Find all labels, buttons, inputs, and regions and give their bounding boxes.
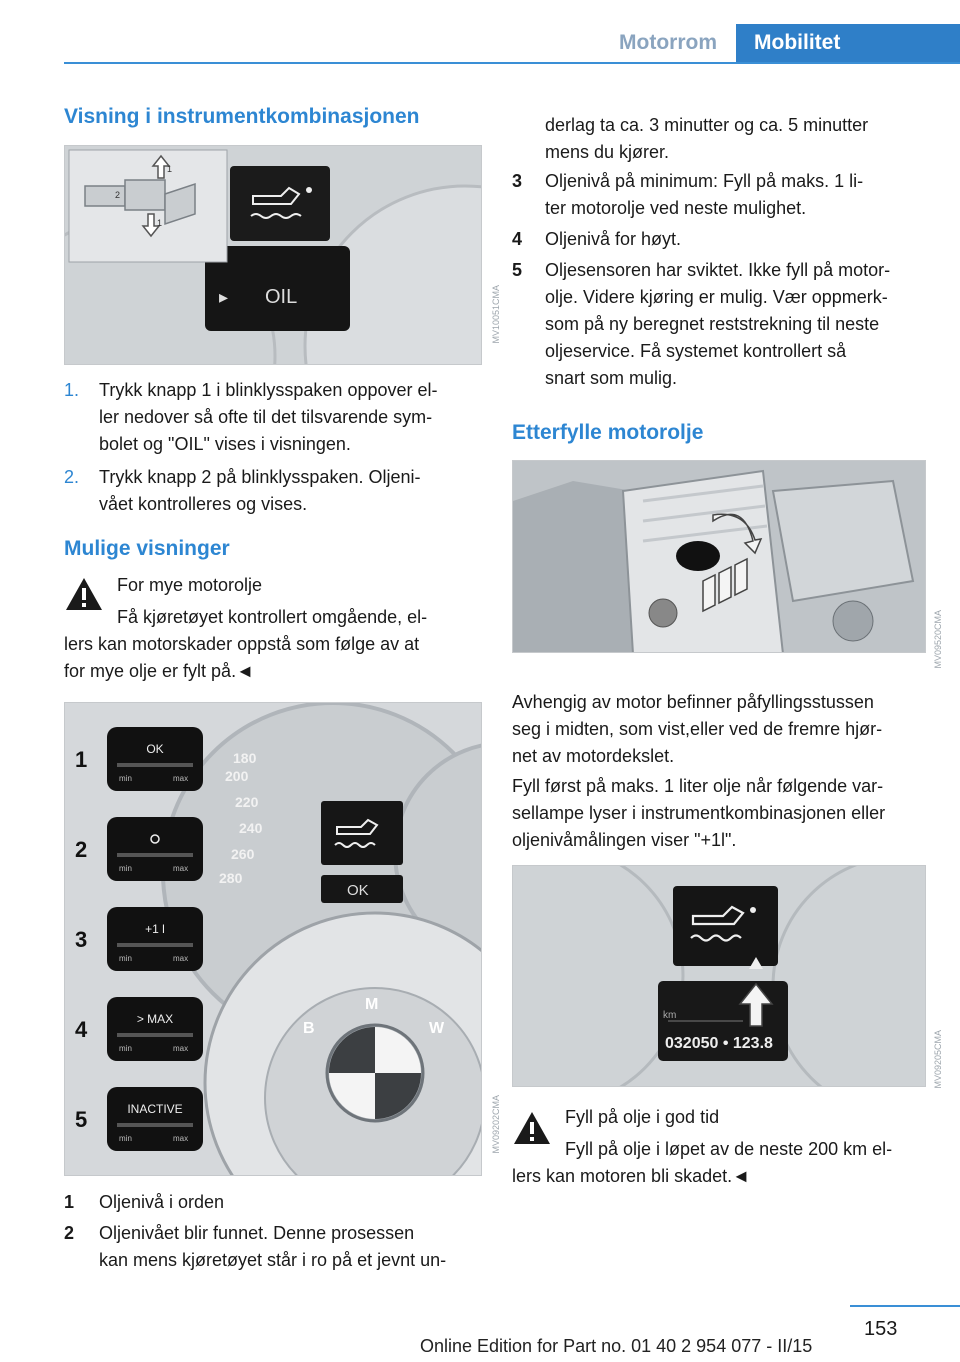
- oil-level-panel: 1 OK min max: [75, 727, 203, 791]
- warning-text-3: for mye olje er fylt på.◄: [64, 661, 254, 681]
- speed-label: 240: [239, 820, 263, 836]
- continued-text-2: mens du kjører.: [545, 142, 670, 162]
- oil-level-panel: 5 INACTIVE min max: [75, 1087, 203, 1151]
- svg-text:1: 1: [157, 218, 162, 228]
- section-heading-refill: Etterfylle motorolje: [512, 421, 704, 444]
- list-item-text: bolet og "OIL" vises i visningen.: [99, 434, 351, 454]
- speed-label: 280: [219, 870, 243, 886]
- scale-max-label: max: [173, 774, 188, 783]
- para-1-line-2: seg i midten, som vist,eller ved de frem…: [512, 719, 883, 739]
- warning-title: For mye motorolje: [117, 575, 263, 595]
- panel-number: 1: [75, 747, 87, 772]
- warning-text-2: lers kan motorskader oppstå som følge av…: [64, 634, 420, 654]
- panel-label: > MAX: [137, 1012, 173, 1026]
- speed-label: 180: [233, 750, 257, 766]
- para-2-line-2: sellampe lyser i instrumentkombinasjonen…: [512, 803, 886, 823]
- panel-number: 3: [75, 927, 87, 952]
- list-item-text: Oljenivået blir funnet. Denne prosessen: [99, 1223, 415, 1243]
- list-item-number: 5: [512, 260, 523, 280]
- timer-icon: [150, 834, 160, 844]
- warning-text-1: Få kjøretøyet kontrollert omgående, el-: [117, 607, 428, 627]
- svg-text:▸: ▸: [219, 287, 228, 307]
- panel-label: OK: [146, 742, 163, 756]
- header-rule: [64, 62, 960, 64]
- list-item-text: kan mens kjøretøyet står i ro på et jevn…: [99, 1250, 447, 1270]
- scale-max-label: max: [173, 864, 188, 873]
- speed-label: 260: [231, 846, 255, 862]
- figure-engine-bay: [512, 460, 926, 653]
- list-item-text: Oljenivå i orden: [99, 1192, 225, 1212]
- warning-text-2: lers kan motoren bli skadet.◄: [512, 1166, 750, 1186]
- panel-number: 4: [75, 1017, 88, 1042]
- panel-label: INACTIVE: [127, 1102, 182, 1116]
- list-item-text: Oljesensoren har sviktet. Ikke fyll på m…: [545, 260, 891, 280]
- list-item-text: snart som mulig.: [545, 368, 678, 388]
- scale-min-label: min: [119, 1044, 132, 1053]
- list-item-text: Oljenivå på minimum: Fyll på maks. 1 li-: [545, 171, 864, 191]
- speed-label: 200: [225, 768, 249, 784]
- list-item-number: 4: [512, 229, 523, 249]
- scale-max-label: max: [173, 954, 188, 963]
- warning-icon: [66, 578, 102, 610]
- list-item-number: 3: [512, 171, 523, 191]
- figure-warning-lamp: km 032050 • 123.8: [512, 865, 926, 1087]
- svg-text:M: M: [365, 996, 378, 1013]
- svg-text:2: 2: [115, 190, 120, 200]
- footer-rule: [850, 1305, 960, 1307]
- section-heading-display: Visning i instrumentkombinasjonen: [64, 105, 420, 128]
- tab-mobilitet[interactable]: Mobilitet: [736, 24, 960, 62]
- warning-icon: [514, 1112, 550, 1144]
- scale-min-label: min: [119, 774, 132, 783]
- ok-readout: OK: [347, 882, 369, 899]
- list-item-text: ler nedover så ofte til det tilsvarende …: [99, 407, 433, 427]
- panel-label: +1 l: [145, 922, 165, 936]
- para-1-line-3: net av motordekslet.: [512, 746, 675, 766]
- svg-text:W: W: [429, 1020, 445, 1037]
- tab-motorrom[interactable]: Motorrom: [619, 31, 717, 54]
- odometer-readout: 032050 • 123.8: [665, 1035, 773, 1052]
- page-number: 153: [864, 1318, 898, 1340]
- list-item-number: 2.: [64, 467, 80, 487]
- list-item-text: vået kontrolleres og vises.: [99, 494, 308, 514]
- figure-code: MV09205CMA: [933, 1030, 943, 1089]
- oil-level-panel: 4 > MAX min max: [75, 997, 203, 1061]
- oil-level-panel: 3 +1 l min max: [75, 907, 203, 971]
- scale-min-label: min: [119, 954, 132, 963]
- list-item-text: Trykk knapp 1 i blinklysspaken oppover e…: [99, 380, 438, 400]
- km-label: km: [663, 1010, 676, 1021]
- oil-level-panel: 2 min max: [75, 817, 203, 881]
- figure-instrument-oil: ▸ OIL 1 1 2: [64, 145, 482, 365]
- list-item-text: Trykk knapp 2 på blinklysspaken. Oljeni-: [99, 467, 421, 487]
- continued-text-1: derlag ta ca. 3 minutter og ca. 5 minutt…: [545, 115, 869, 135]
- figure-code: MV10051CMA: [491, 285, 501, 344]
- scale-max-label: max: [173, 1134, 188, 1143]
- panel-number: 5: [75, 1107, 87, 1132]
- figure-code: MV09202CMA: [491, 1095, 501, 1154]
- list-item-number: 1: [64, 1192, 75, 1212]
- list-item-text: Oljenivå for høyt.: [545, 229, 682, 249]
- warning-text-1: Fyll på olje i løpet av de neste 200 km …: [565, 1139, 893, 1159]
- list-item-text: oljeservice. Få systemet kontrollert så: [545, 341, 847, 361]
- warning-title: Fyll på olje i god tid: [565, 1107, 720, 1127]
- section-heading-possible-displays: Mulige visninger: [64, 537, 230, 560]
- list-item-number: 2: [64, 1223, 75, 1243]
- list-item-text: ter motorolje ved neste mulighet.: [545, 198, 807, 218]
- list-item-number: 1.: [64, 380, 80, 400]
- panel-number: 2: [75, 837, 87, 862]
- svg-text:B: B: [303, 1020, 315, 1037]
- oil-display-label: OIL: [265, 286, 297, 308]
- scale-min-label: min: [119, 864, 132, 873]
- edition-footer: Online Edition for Part no. 01 40 2 954 …: [420, 1336, 813, 1356]
- speed-label: 220: [235, 794, 259, 810]
- para-1-line-1: Avhengig av motor befinner påfyllingsstu…: [512, 692, 874, 712]
- scale-min-label: min: [119, 1134, 132, 1143]
- figure-code: MV09520CMA: [933, 610, 943, 669]
- svg-text:1: 1: [167, 164, 172, 174]
- list-item-text: olje. Videre kjøring er mulig. Vær oppme…: [545, 287, 888, 307]
- para-2-line-1: Fyll først på maks. 1 liter olje når føl…: [512, 776, 884, 796]
- list-item-text: som på ny beregnet reststrekning til nes…: [545, 314, 880, 334]
- scale-max-label: max: [173, 1044, 188, 1053]
- para-2-line-3: oljenivåmålingen viser "+1l".: [512, 830, 737, 850]
